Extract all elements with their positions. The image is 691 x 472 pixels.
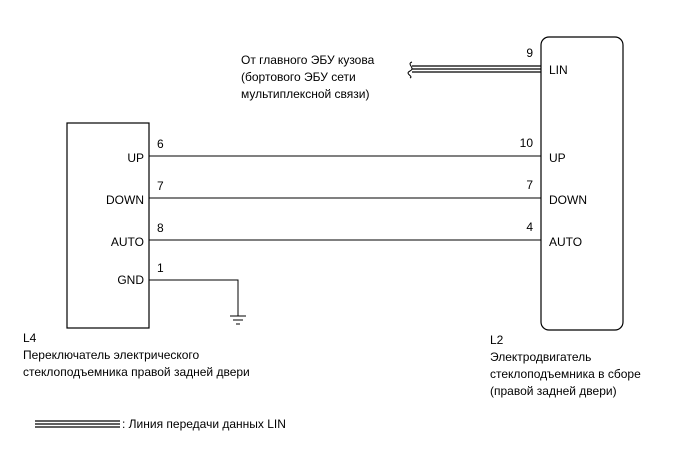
left-label-down: DOWN	[106, 193, 144, 207]
legend-lin-symbol	[35, 420, 120, 428]
right-component-code: L2	[490, 333, 504, 347]
right-label-up: UP	[549, 151, 566, 165]
right-component-name-line3: (правой задней двери)	[490, 384, 617, 398]
source-note-line2: (бортового ЭБУ сети	[241, 70, 356, 84]
left-label-up: UP	[127, 151, 144, 165]
right-pin-lin: 9	[526, 46, 533, 60]
left-component-name-line2: стеклоподъемника правой задней двери	[23, 365, 250, 379]
right-component-box	[540, 36, 624, 331]
lin-bus-line	[407, 61, 541, 79]
left-pin-auto: 8	[157, 221, 164, 235]
right-pin-down: 7	[526, 178, 533, 192]
left-label-auto: AUTO	[111, 235, 144, 249]
right-pin-auto: 4	[526, 220, 533, 234]
left-component-code: L4	[23, 331, 37, 345]
right-pin-up: 10	[520, 136, 534, 150]
left-component-name-line1: Переключатель электрического	[23, 348, 200, 362]
source-note-line3: мультиплексной связи)	[241, 87, 369, 101]
wire-gnd	[149, 279, 239, 316]
right-label-down: DOWN	[549, 193, 587, 207]
left-component-box	[66, 122, 150, 329]
right-component-name-line2: стеклоподъемника в сборе	[490, 367, 641, 381]
right-label-auto: AUTO	[549, 235, 582, 249]
left-pin-up: 6	[157, 137, 164, 151]
source-note-line1: От главного ЭБУ кузова	[241, 53, 375, 67]
ground-icon	[230, 315, 246, 325]
left-pin-down: 7	[157, 179, 164, 193]
left-pin-gnd: 1	[157, 261, 164, 275]
right-label-lin: LIN	[549, 63, 568, 77]
right-component-name-line1: Электродвигатель	[490, 350, 591, 364]
left-label-gnd: GND	[117, 273, 144, 287]
legend-text: : Линия передачи данных LIN	[122, 417, 286, 431]
